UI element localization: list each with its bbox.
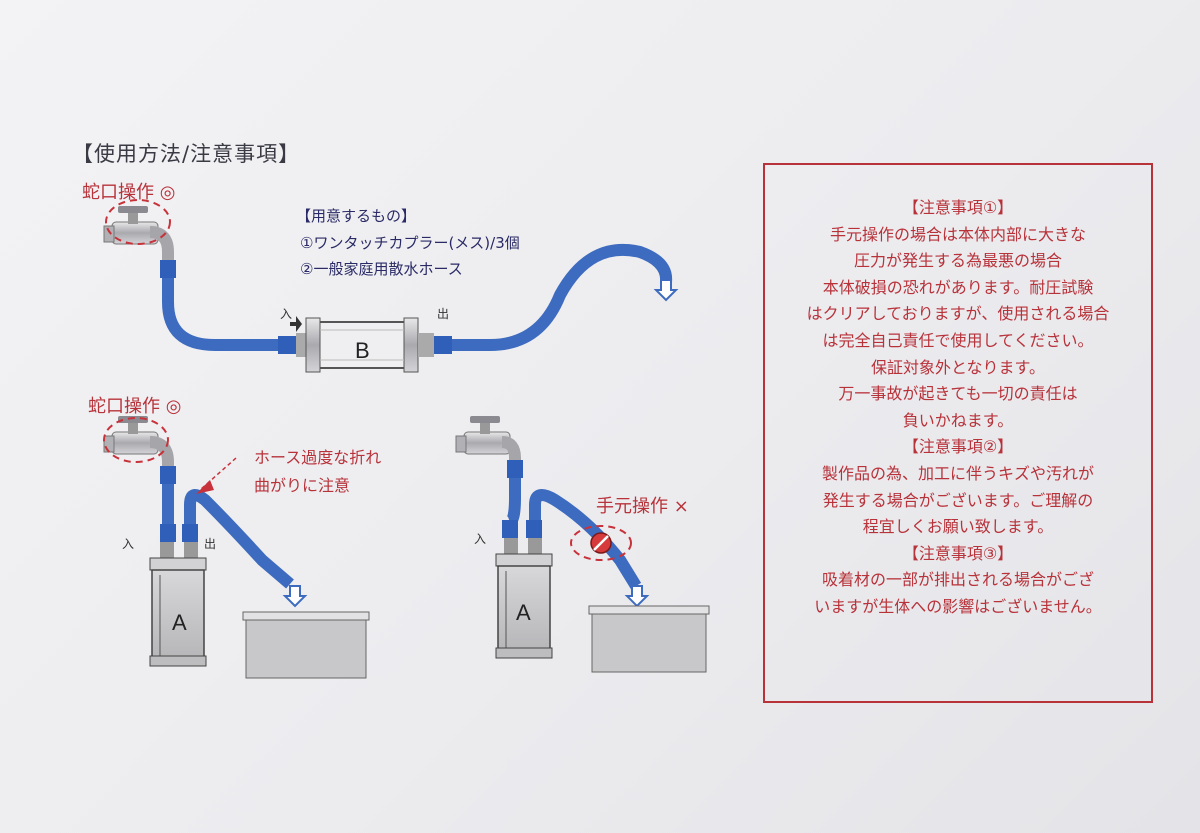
unit-b [296, 317, 434, 373]
hand-operation-ng-label: 手元操作 × [596, 496, 689, 517]
outlet-label: 出 [437, 307, 450, 321]
preparation-item: ①ワンタッチカプラー(メス)/3個 [300, 234, 520, 252]
coupler [160, 466, 176, 484]
unit-a [495, 538, 553, 659]
faucet-ok-label: 蛇口操作 ◎ [88, 396, 182, 417]
notice-line: 手元操作の場合は本体内部に大きな [829, 224, 1086, 244]
flow-arrow-icon [282, 585, 308, 608]
flow-arrow-icon [653, 279, 679, 302]
coupler [182, 524, 198, 542]
unit-a-label: A [516, 600, 531, 625]
coupler [526, 520, 542, 538]
unit-a [149, 542, 207, 667]
faucet-icon [103, 206, 174, 262]
notice-line: 万一事故が起きても一切の責任は [838, 384, 1078, 404]
faucet-ok-label: 蛇口操作 ◎ [82, 182, 176, 203]
preparation-item: ②一般家庭用散水ホース [300, 260, 463, 278]
faucet-highlight-ring [103, 417, 169, 463]
notice-line: 発生する場合がございます。ご理解の [822, 490, 1094, 510]
coupler [507, 460, 523, 478]
notice-line: 保証対象外となります。 [871, 357, 1045, 377]
hand-valve-highlight-ring [570, 525, 632, 561]
coupler [160, 524, 176, 542]
inlet-label: 入 [474, 532, 487, 546]
notice-line: 圧力が発生する為最悪の場合 [853, 251, 1062, 271]
preparation-heading: 【用意するもの】 [296, 207, 417, 225]
hose [162, 278, 278, 351]
hose [452, 243, 673, 351]
inlet-arrow-icon [290, 316, 302, 332]
coupler [502, 520, 518, 538]
coupler [278, 336, 296, 354]
notice-line: 製作品の為、加工に伴うキズや汚れが [821, 463, 1094, 483]
notice-line: 吸着材の一部が排出される場合がござ [821, 570, 1094, 590]
unit-b-label: B [355, 338, 370, 363]
coupler [434, 336, 452, 354]
bucket [242, 611, 370, 679]
flow-arrow-icon [624, 585, 650, 608]
page-title: 【使用方法/注意事項】 [72, 142, 301, 166]
notice-heading-1: 【注意事項①】 [902, 198, 1014, 217]
notice-line: 程宜しくお願い致します。 [862, 517, 1054, 537]
coupler [160, 260, 176, 278]
notice-line: は完全自己責任で使用してください。 [822, 330, 1094, 350]
bucket [588, 605, 710, 673]
warning-arrow-icon [196, 480, 214, 494]
outlet-label: 出 [204, 537, 217, 551]
notice-line: いますが生体への影響はございません。 [814, 596, 1102, 616]
unit-a-label: A [172, 610, 187, 635]
hose [506, 478, 521, 528]
warning-pointer [199, 457, 237, 491]
hose [184, 489, 294, 589]
faucet-highlight-ring [105, 199, 171, 245]
notice-heading-3: 【注意事項③】 [902, 543, 1014, 563]
notice-box: 【注意事項①】 手元操作の場合は本体内部に大きな 圧力が発生する為最悪の場合 本… [763, 163, 1153, 703]
faucet-icon [103, 416, 174, 470]
faucet-icon [455, 416, 521, 462]
prohibited-valve-icon [590, 532, 612, 554]
notice-line: 負いかねます。 [902, 410, 1014, 430]
notice-line: 本体破損の恐れがあります。耐圧試験 [822, 277, 1094, 297]
kink-warning-line-2: 曲がりに注意 [254, 476, 351, 495]
inlet-label: 入 [122, 537, 135, 551]
kink-warning-line-1: ホース過度な折れ [254, 448, 382, 467]
inlet-label: 入 [280, 307, 293, 321]
notice-line: はクリアしておりますが、使用される場合 [806, 304, 1110, 324]
notice-heading-2: 【注意事項②】 [902, 437, 1014, 457]
